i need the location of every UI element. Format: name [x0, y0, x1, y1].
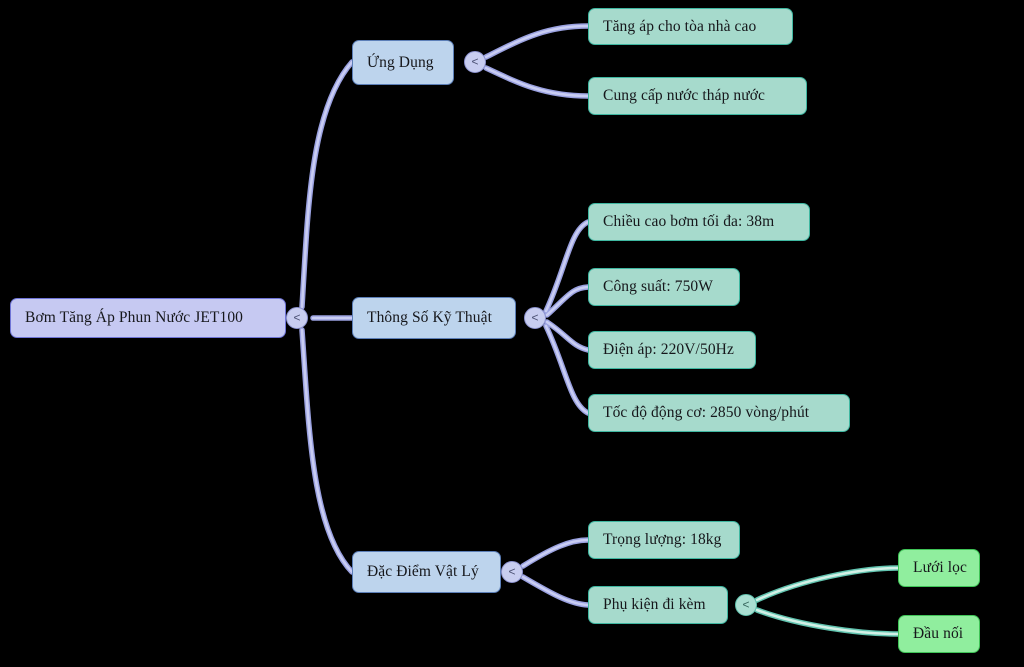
edge-accessories-to-acc2 [754, 607, 901, 637]
node-physical-2[interactable]: Phụ kiện đi kèm [588, 586, 728, 624]
node-spec-4-label: Tốc độ động cơ: 2850 vòng/phút [603, 404, 810, 422]
node-physical-1-label: Trọng lượng: 18kg [603, 531, 722, 549]
node-accessory-1-label: Lưới lọc [913, 559, 967, 577]
node-spec-4[interactable]: Tốc độ động cơ: 2850 vòng/phút [588, 394, 850, 432]
node-branch-specs[interactable]: Thông Số Kỹ Thuật [352, 297, 516, 339]
edge-specs-to-spec3 [544, 319, 591, 353]
edge-physical-to-phys2 [520, 574, 591, 608]
chevron-left-icon: < [742, 597, 750, 612]
collapse-handle-root[interactable]: < [286, 307, 308, 329]
edge-accessories-to-acc1 [754, 565, 901, 603]
node-accessory-1[interactable]: Lưới lọc [898, 549, 980, 587]
node-branch-physical-label: Đặc Điểm Vật Lý [367, 563, 479, 581]
collapse-handle-accessories[interactable]: < [735, 594, 757, 616]
node-accessory-2-label: Đầu nối [913, 625, 964, 643]
node-application-1-label: Tăng áp cho tòa nhà cao [603, 17, 757, 35]
chevron-left-icon: < [471, 54, 479, 69]
node-branch-applications-label: Ứng Dụng [367, 53, 434, 71]
node-branch-specs-label: Thông Số Kỹ Thuật [367, 309, 492, 327]
node-application-2-label: Cung cấp nước tháp nước [603, 87, 766, 105]
chevron-left-icon: < [293, 310, 301, 325]
node-root-label: Bơm Tăng Áp Phun Nước JET100 [25, 309, 244, 327]
chevron-left-icon: < [508, 564, 516, 579]
node-spec-1[interactable]: Chiều cao bơm tối đa: 38m [588, 203, 810, 241]
node-spec-2[interactable]: Công suất: 750W [588, 268, 740, 306]
collapse-handle-applications[interactable]: < [464, 51, 486, 73]
edge-root-to-applications [299, 59, 355, 310]
node-spec-1-label: Chiều cao bơm tối đa: 38m [603, 213, 775, 231]
node-application-2[interactable]: Cung cấp nước tháp nước [588, 77, 807, 115]
edge-specs-to-spec2 [544, 284, 591, 318]
node-root[interactable]: Bơm Tăng Áp Phun Nước JET100 [10, 298, 286, 338]
node-spec-3-label: Điện áp: 220V/50Hz [603, 341, 734, 359]
edge-applications-to-app1 [483, 23, 591, 60]
node-accessory-2[interactable]: Đầu nối [898, 615, 980, 653]
node-branch-applications[interactable]: Ứng Dụng [352, 40, 454, 85]
chevron-left-icon: < [531, 310, 539, 325]
node-physical-1[interactable]: Trọng lượng: 18kg [588, 521, 740, 559]
node-branch-physical[interactable]: Đặc Điểm Vật Lý [352, 551, 501, 593]
edge-root-to-physical [299, 327, 355, 575]
edge-applications-to-app2 [483, 65, 591, 99]
node-spec-3[interactable]: Điện áp: 220V/50Hz [588, 331, 756, 369]
edge-physical-to-phys1 [520, 537, 591, 569]
node-physical-2-label: Phụ kiện đi kèm [603, 596, 706, 614]
collapse-handle-specs[interactable]: < [524, 307, 546, 329]
collapse-handle-physical[interactable]: < [501, 561, 523, 583]
edge-specs-to-spec4 [543, 323, 591, 416]
edge-specs-to-spec1 [543, 219, 591, 314]
node-spec-2-label: Công suất: 750W [603, 278, 713, 296]
node-application-1[interactable]: Tăng áp cho tòa nhà cao [588, 8, 793, 45]
